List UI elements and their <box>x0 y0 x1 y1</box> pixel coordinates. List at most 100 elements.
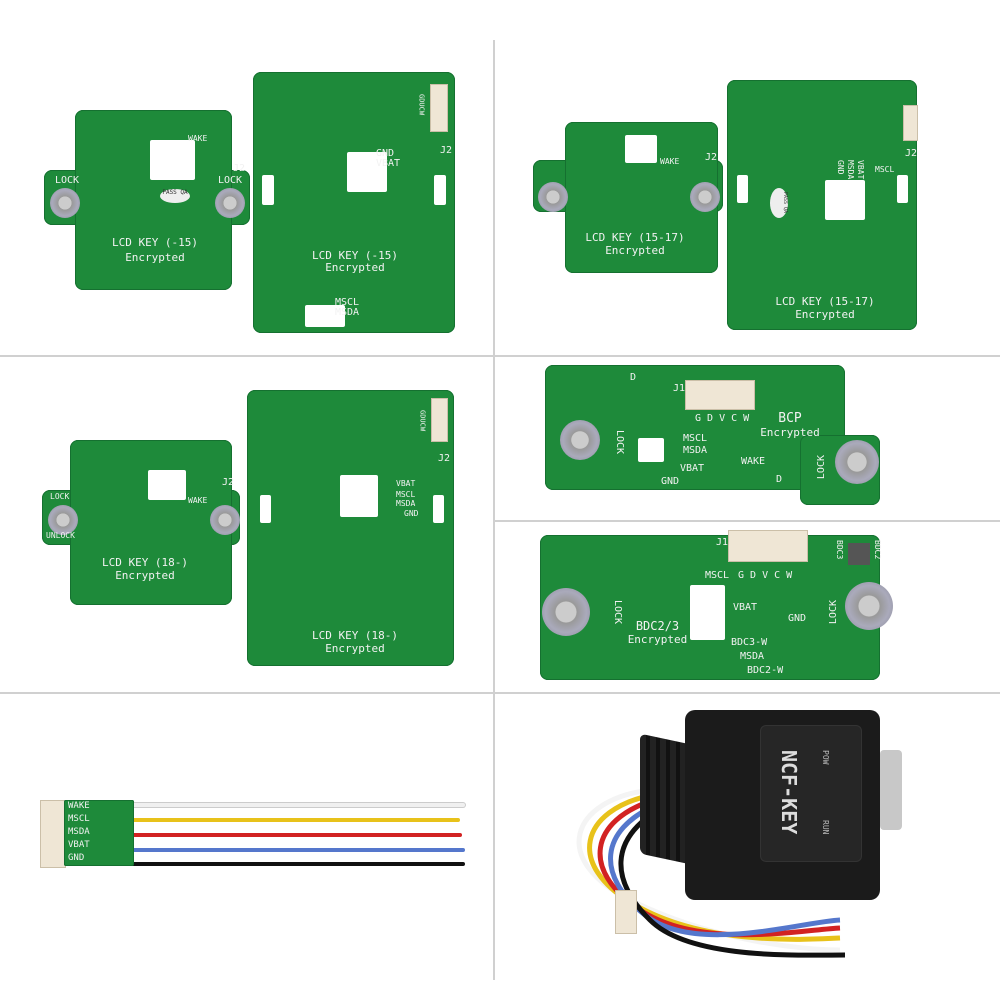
lock-knob[interactable] <box>690 182 720 212</box>
label: VBAT <box>680 463 705 474</box>
label: LOCK <box>55 175 80 186</box>
pcb-slot <box>737 175 748 203</box>
pcb-right-board <box>727 80 917 330</box>
label: VBAT <box>396 479 416 488</box>
label: LOCK <box>50 492 70 501</box>
pass-qa-sticker: PASS QA <box>160 189 190 203</box>
connector <box>431 398 448 442</box>
label: GND <box>661 476 680 487</box>
label: WAKE <box>188 134 208 143</box>
divider-right <box>495 520 1000 522</box>
pcb-cutout <box>638 438 664 462</box>
connector-j1 <box>728 530 808 562</box>
label: J2 <box>440 145 453 156</box>
pow-indicator-label: POW <box>820 750 830 765</box>
board-subtitle: Encrypted <box>795 308 855 321</box>
pcb-slot <box>260 495 271 523</box>
board-title: BCP <box>778 411 802 426</box>
label: BDC2-W <box>747 665 784 676</box>
pcb-left-board <box>70 440 232 605</box>
board-title: LCD KEY (18-) <box>311 629 399 642</box>
lock-knob[interactable] <box>845 582 893 630</box>
lock-knob[interactable] <box>560 420 600 460</box>
ncf-cable-wires <box>576 787 846 958</box>
wire-red <box>130 833 462 837</box>
board-subtitle: Encrypted <box>325 261 385 274</box>
board-subtitle: Encrypted <box>125 251 185 264</box>
label: VBAT <box>855 160 865 180</box>
label: BDC2 <box>872 540 882 560</box>
board-subtitle: Encrypted <box>760 426 820 439</box>
label: MSCL <box>705 570 730 581</box>
label: MSDA <box>68 827 90 837</box>
lock-knob[interactable] <box>48 505 78 535</box>
board-subtitle: Encrypted <box>627 633 688 646</box>
label: D <box>776 474 783 485</box>
label: GDUCW <box>417 94 426 116</box>
label: LOCK <box>612 600 623 625</box>
label: MSDA <box>740 651 765 662</box>
run-indicator-label: RUN <box>820 820 830 835</box>
connector-j1 <box>685 380 755 410</box>
pcb-slot <box>897 175 908 203</box>
label: J2 <box>438 453 451 464</box>
label: WAKE <box>660 157 680 166</box>
label: GND <box>788 613 807 624</box>
connector <box>615 890 637 934</box>
label: VBAT <box>376 158 401 169</box>
db-connector <box>880 750 902 830</box>
label: WAKE <box>188 496 208 505</box>
label: J1 <box>673 383 686 394</box>
pcb-slot <box>262 175 274 205</box>
label: LOCK <box>816 455 827 480</box>
board-title: LCD KEY (15-17) <box>775 295 875 308</box>
connector <box>40 800 66 868</box>
connector <box>430 84 448 132</box>
pcb-cutout <box>625 135 657 163</box>
label: MSDA <box>683 445 708 456</box>
cable-pcb <box>64 800 134 866</box>
label: G D V C W <box>738 570 793 581</box>
lock-knob[interactable] <box>538 182 568 212</box>
label: MSCL <box>875 165 895 174</box>
divider-vertical <box>493 40 495 980</box>
pcb-cutout <box>340 475 378 517</box>
label: GND <box>68 853 85 863</box>
dip-switch[interactable] <box>848 543 870 565</box>
pcb-right-board <box>247 390 454 666</box>
board-subtitle: Encrypted <box>115 569 175 582</box>
label: LOCK <box>614 430 625 455</box>
board-title: LCD KEY (-15) <box>111 236 199 249</box>
pcb-cutout <box>347 152 387 192</box>
label: MSDA <box>335 307 360 318</box>
divider-row1 <box>0 355 1000 357</box>
board-title: LCD KEY (18-) <box>101 556 189 569</box>
pcb-slot <box>434 175 446 205</box>
lock-knob[interactable] <box>835 440 879 484</box>
label: WAKE <box>741 456 766 467</box>
board-subtitle: Encrypted <box>605 244 665 257</box>
label: MSCL <box>68 814 90 824</box>
label: J2 <box>905 148 918 159</box>
board-subtitle: Encrypted <box>325 642 385 655</box>
label: MSCL <box>335 297 360 308</box>
label: GND <box>376 148 395 159</box>
pass-qa-sticker: PASS QA <box>770 188 788 218</box>
lock-knob[interactable] <box>542 588 590 636</box>
lock-knob[interactable] <box>210 505 240 535</box>
device-label-panel <box>760 725 862 862</box>
pcb-right-board <box>253 72 455 333</box>
wire-yellow <box>130 818 460 822</box>
lock-knob[interactable] <box>50 188 80 218</box>
label: LOCK <box>218 175 243 186</box>
label: J2 <box>233 163 246 174</box>
pcb-slot <box>433 495 444 523</box>
lock-knob[interactable] <box>215 188 245 218</box>
pcb-cutout <box>150 140 195 180</box>
label: J2 <box>222 477 235 488</box>
device-title: NCF-KEY <box>777 750 801 835</box>
label: J2 <box>705 152 718 163</box>
label: VBAT <box>733 602 758 613</box>
pcb-cutout <box>305 305 345 327</box>
label: UNLOCK <box>46 531 75 540</box>
